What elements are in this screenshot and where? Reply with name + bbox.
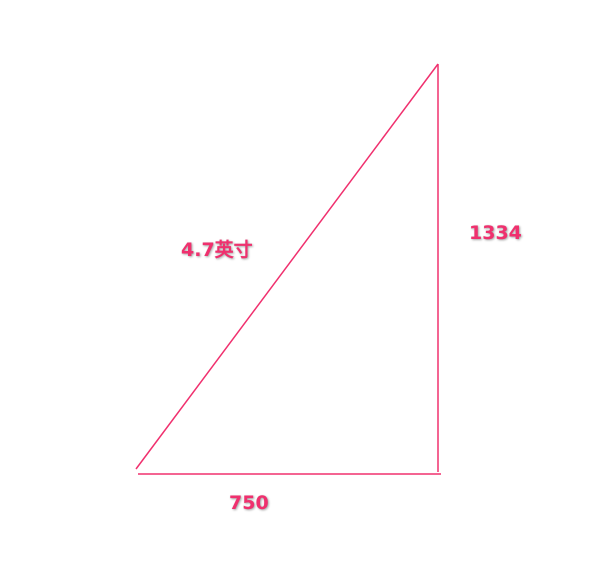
width-label: 750 [229, 492, 269, 514]
height-label: 1334 [469, 222, 522, 244]
diagonal-label: 4.7英寸 [181, 239, 253, 261]
hypotenuse-line [135, 63, 439, 470]
